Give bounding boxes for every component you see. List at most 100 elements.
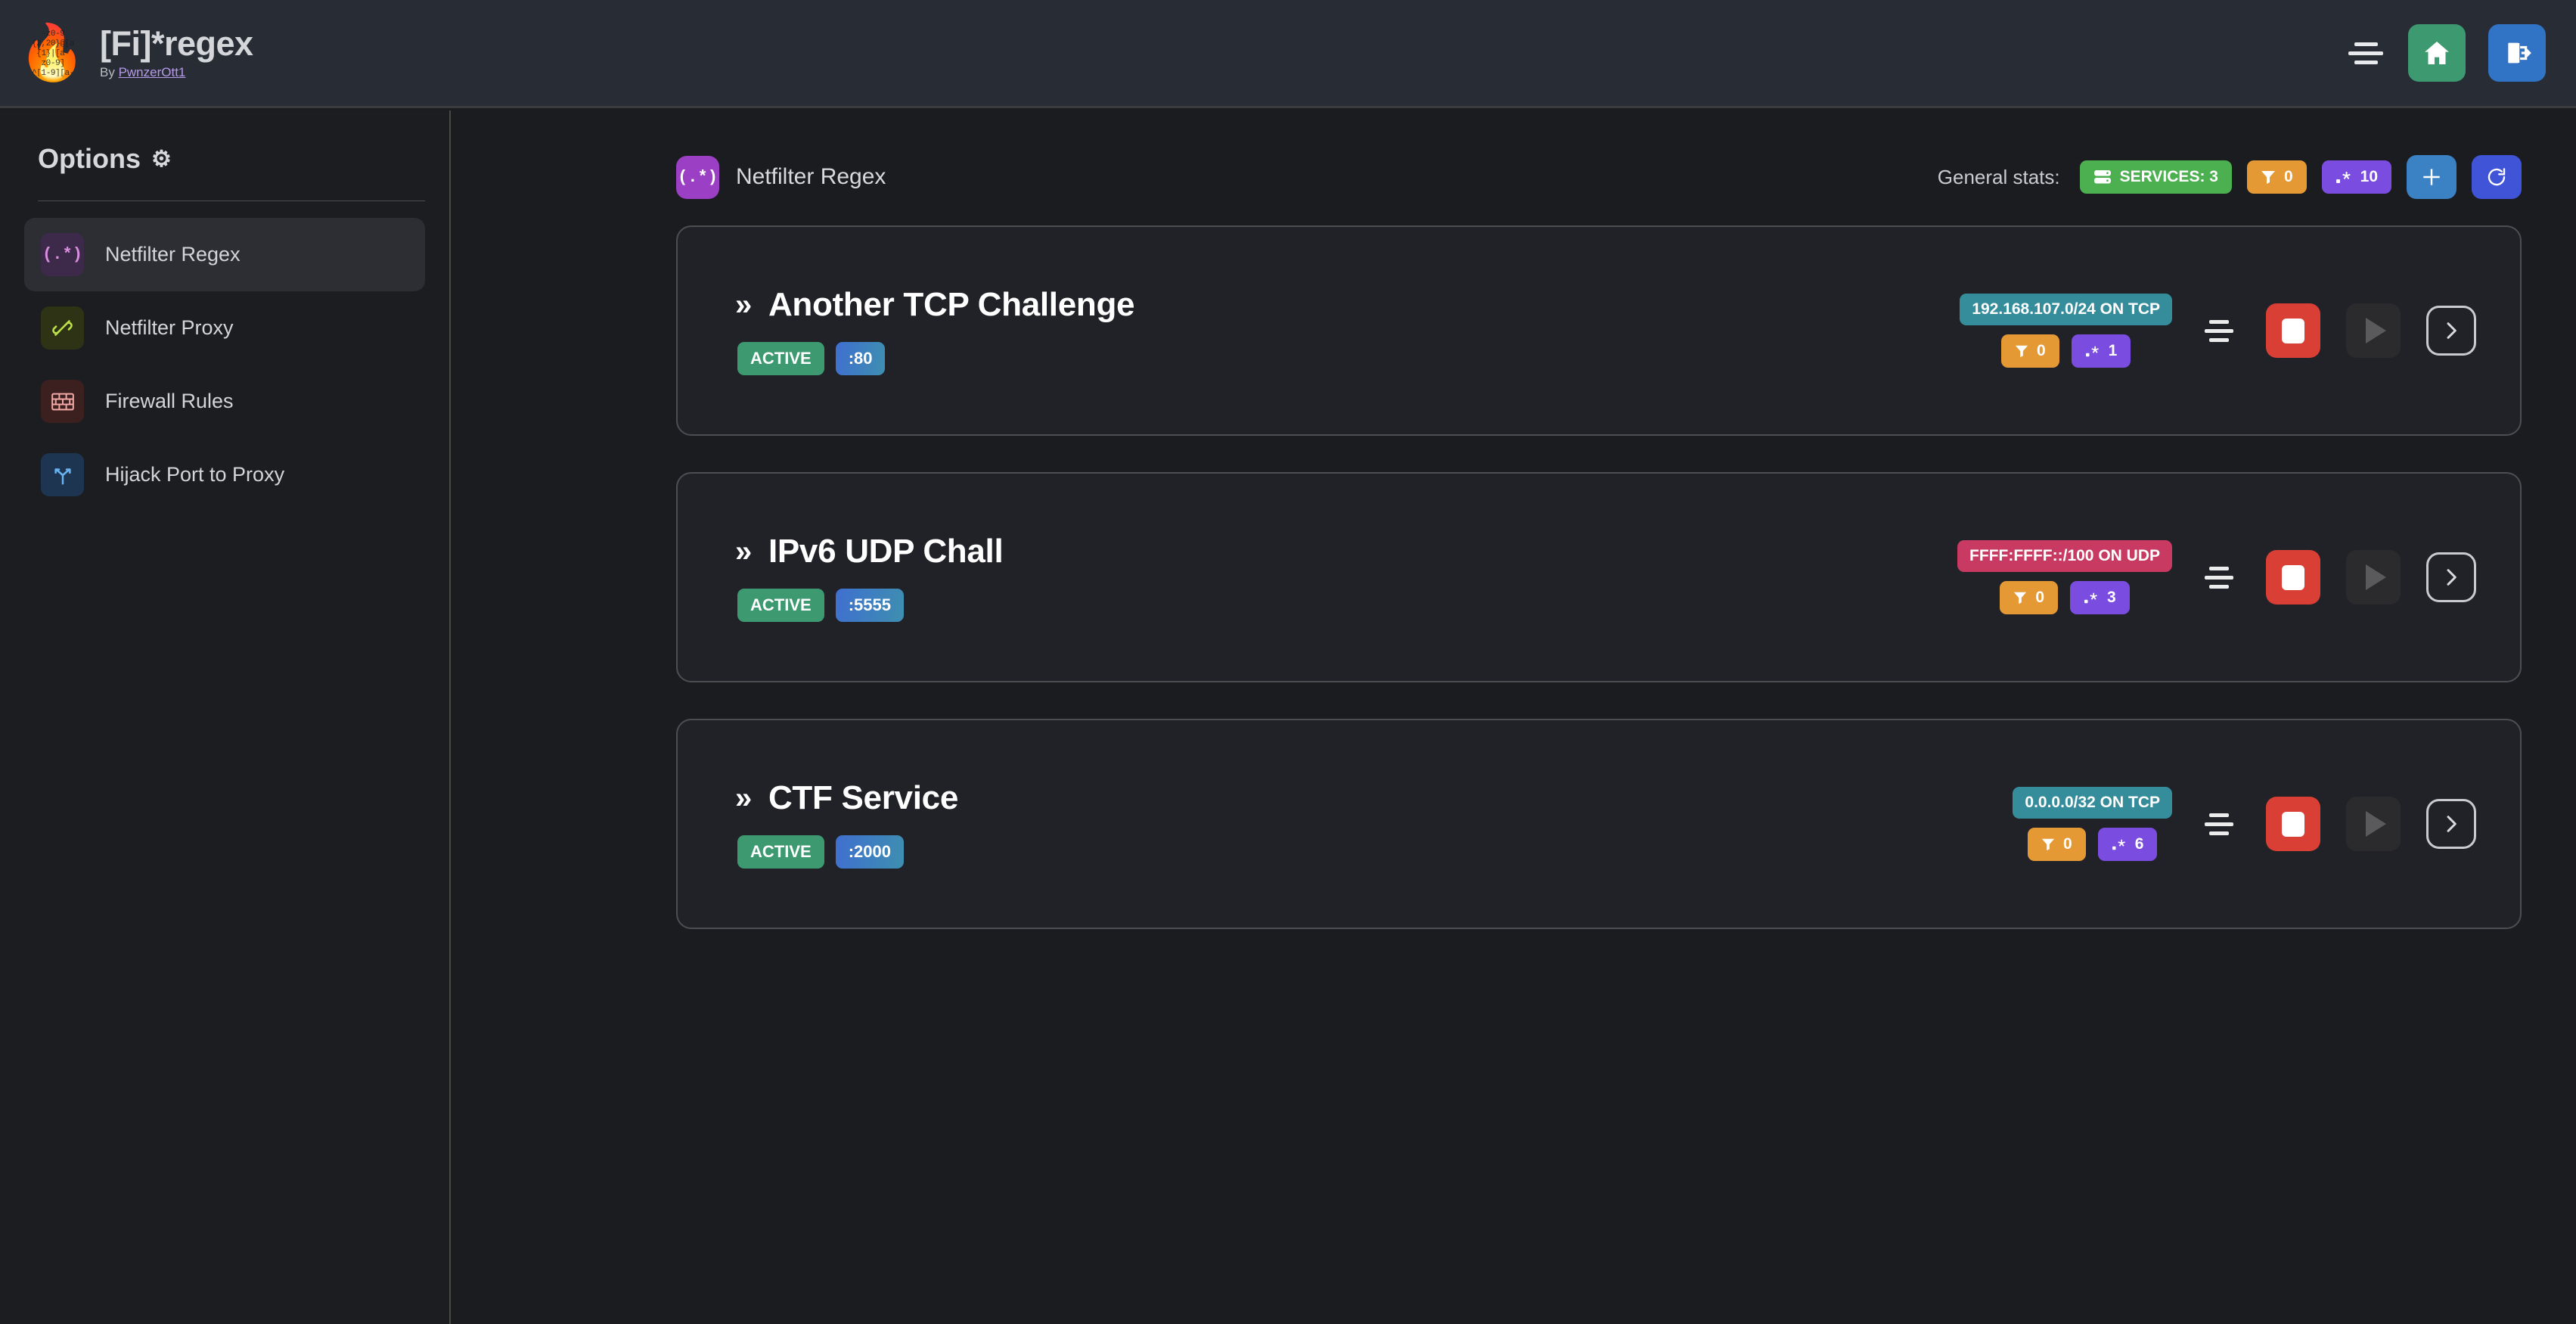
stop-button[interactable] bbox=[2266, 303, 2320, 358]
list-icon[interactable] bbox=[2198, 558, 2240, 596]
services-label: SERVICES: 3 bbox=[2119, 168, 2218, 185]
general-stats: General stats: SERVICES: 3 0 bbox=[1938, 155, 2522, 199]
home-icon bbox=[2422, 38, 2452, 68]
refresh-icon bbox=[2485, 166, 2508, 188]
sidebar-item-label: Firewall Rules bbox=[105, 390, 234, 412]
branch-arrow-icon bbox=[41, 453, 84, 496]
brick-wall-icon bbox=[41, 380, 84, 423]
service-title-row: » IPv6 UDP Chall bbox=[735, 533, 1004, 570]
home-button[interactable] bbox=[2408, 24, 2466, 82]
status-badge-filters: 0 bbox=[2246, 160, 2307, 194]
sidebar: Options ⚙ (.*) Netfilter Regex Netfilter… bbox=[0, 110, 451, 1324]
main-content: (.*) Netfilter Regex General stats: SERV… bbox=[452, 110, 2576, 1324]
network-badge: FFFF:FFFF::/100 ON UDP bbox=[1957, 540, 2172, 572]
regex-count: 3 bbox=[2107, 589, 2116, 606]
chevron-right-icon bbox=[2439, 565, 2463, 589]
stop-button[interactable] bbox=[2266, 797, 2320, 851]
status-badge-regexes: 10 bbox=[2321, 160, 2391, 194]
server-icon bbox=[2093, 169, 2112, 185]
add-service-button[interactable] bbox=[2407, 155, 2457, 199]
brand: 🔥 -z0-9{2,20}@[a{1}|[a-z0-9]^[1-9][a-z] … bbox=[0, 22, 253, 84]
service-card[interactable]: » Another TCP Challenge ACTIVE :80 192.1… bbox=[676, 225, 2522, 436]
hamburger-icon[interactable] bbox=[2346, 38, 2385, 68]
page-title: Netfilter Regex bbox=[736, 164, 886, 189]
filter-count: 0 bbox=[2036, 342, 2046, 359]
regex-dot-star-icon bbox=[2085, 344, 2100, 358]
regex-dot-star-icon bbox=[2335, 169, 2352, 185]
sidebar-heading: Options ⚙ bbox=[24, 110, 425, 175]
filter-count: 0 bbox=[2063, 835, 2072, 853]
network-badge: 192.168.107.0/24 ON TCP bbox=[1960, 294, 2172, 325]
play-icon bbox=[2365, 811, 2386, 837]
service-name: IPv6 UDP Chall bbox=[768, 533, 1004, 570]
status-badge-services: SERVICES: 3 bbox=[2079, 160, 2232, 194]
list-icon[interactable] bbox=[2198, 312, 2240, 350]
status-badge-regexes: 3 bbox=[2070, 581, 2130, 614]
regex-count: 10 bbox=[2360, 168, 2378, 185]
top-bar: 🔥 -z0-9{2,20}@[a{1}|[a-z0-9]^[1-9][a-z] … bbox=[0, 0, 2576, 108]
play-button[interactable] bbox=[2346, 550, 2401, 605]
plug-icon bbox=[41, 306, 84, 350]
regex-count: 6 bbox=[2134, 835, 2144, 853]
port-badge: :5555 bbox=[835, 589, 904, 622]
play-icon bbox=[2365, 564, 2386, 590]
logout-button[interactable] bbox=[2488, 24, 2546, 82]
open-service-button[interactable] bbox=[2426, 306, 2476, 356]
service-card[interactable]: » CTF Service ACTIVE :2000 0.0.0.0/32 ON… bbox=[676, 719, 2522, 929]
play-icon bbox=[2365, 318, 2386, 343]
play-button[interactable] bbox=[2346, 303, 2401, 358]
sidebar-divider bbox=[38, 200, 425, 201]
chevron-right-icon bbox=[2439, 319, 2463, 343]
open-service-button[interactable] bbox=[2426, 552, 2476, 602]
regex-count: 1 bbox=[2108, 342, 2118, 359]
double-chevron-icon: » bbox=[735, 534, 752, 568]
sidebar-item-label: Netfilter Proxy bbox=[105, 316, 234, 339]
stop-button[interactable] bbox=[2266, 550, 2320, 605]
double-chevron-icon: » bbox=[735, 287, 752, 322]
port-badge: :2000 bbox=[835, 835, 904, 869]
stop-icon bbox=[2282, 564, 2304, 590]
open-service-button[interactable] bbox=[2426, 799, 2476, 849]
status-badge-regexes: 1 bbox=[2071, 334, 2131, 368]
filter-icon bbox=[2013, 591, 2027, 605]
play-button[interactable] bbox=[2346, 797, 2401, 851]
status-badge-active: ACTIVE bbox=[737, 835, 824, 869]
regex-dot-star-icon bbox=[2112, 838, 2127, 851]
filter-count: 0 bbox=[2035, 589, 2044, 606]
service-title-row: » Another TCP Challenge bbox=[735, 286, 1135, 324]
filter-icon bbox=[2015, 344, 2028, 358]
sidebar-item-netfilter-regex[interactable]: (.*) Netfilter Regex bbox=[24, 218, 425, 291]
regex-icon: (.*) bbox=[676, 155, 719, 199]
stop-icon bbox=[2282, 318, 2304, 343]
sidebar-item-firewall-rules[interactable]: Firewall Rules bbox=[24, 365, 425, 438]
service-name: CTF Service bbox=[768, 779, 958, 816]
sidebar-item-hijack-port-to-proxy[interactable]: Hijack Port to Proxy bbox=[24, 438, 425, 511]
status-badge-filters: 0 bbox=[2000, 334, 2059, 368]
author-link[interactable]: PwnzerOtt1 bbox=[118, 65, 186, 80]
stop-icon bbox=[2282, 811, 2304, 837]
logout-icon bbox=[2502, 38, 2532, 68]
general-stats-label: General stats: bbox=[1937, 165, 2060, 188]
status-badge-active: ACTIVE bbox=[737, 342, 824, 375]
author-line: By PwnzerOtt1 bbox=[100, 65, 253, 80]
chevron-right-icon bbox=[2439, 812, 2463, 836]
status-badge-filters: 0 bbox=[2000, 581, 2058, 614]
list-icon[interactable] bbox=[2198, 805, 2240, 843]
sidebar-item-netfilter-proxy[interactable]: Netfilter Proxy bbox=[24, 291, 425, 365]
port-badge: :80 bbox=[835, 342, 886, 375]
app-title: [Fi]*regex bbox=[100, 23, 253, 63]
status-badge-filters: 0 bbox=[2028, 828, 2086, 861]
service-name: Another TCP Challenge bbox=[768, 286, 1135, 323]
filter-count: 0 bbox=[2283, 168, 2293, 185]
double-chevron-icon: » bbox=[735, 781, 752, 815]
service-card-list: » Another TCP Challenge ACTIVE :80 192.1… bbox=[452, 204, 2576, 929]
gear-icon: ⚙ bbox=[151, 146, 172, 172]
regex-icon: (.*) bbox=[41, 233, 84, 276]
filter-icon bbox=[2041, 838, 2055, 851]
status-badge-active: ACTIVE bbox=[737, 589, 824, 622]
flame-regex-logo: 🔥 -z0-9{2,20}@[a{1}|[a-z0-9]^[1-9][a-z] bbox=[18, 22, 86, 84]
service-card[interactable]: » IPv6 UDP Chall ACTIVE :5555 FFFF:FFFF:… bbox=[676, 472, 2522, 682]
status-badge-regexes: 6 bbox=[2097, 828, 2158, 861]
refresh-button[interactable] bbox=[2472, 155, 2522, 199]
filter-icon bbox=[2261, 169, 2276, 185]
